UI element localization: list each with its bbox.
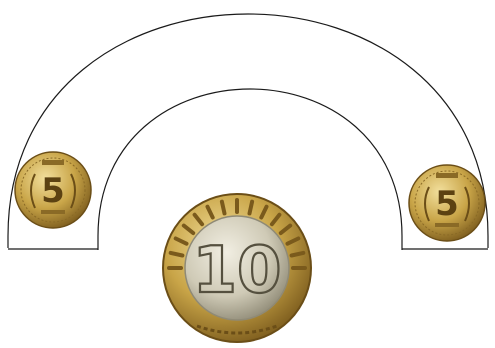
right-five-rupee-coin-icon: 5	[409, 165, 485, 241]
center-coin-denomination: 10	[192, 234, 281, 308]
left-coin-denomination: 5	[41, 171, 65, 211]
coin-ray	[292, 253, 304, 256]
center-ten-rupee-coin-icon: 10	[163, 194, 311, 342]
left-five-rupee-coin-icon: 5	[15, 152, 91, 228]
coin-ray	[171, 253, 183, 256]
right-coin-denomination: 5	[435, 184, 459, 224]
coin-ray	[250, 202, 253, 214]
coin-ray	[222, 202, 225, 214]
